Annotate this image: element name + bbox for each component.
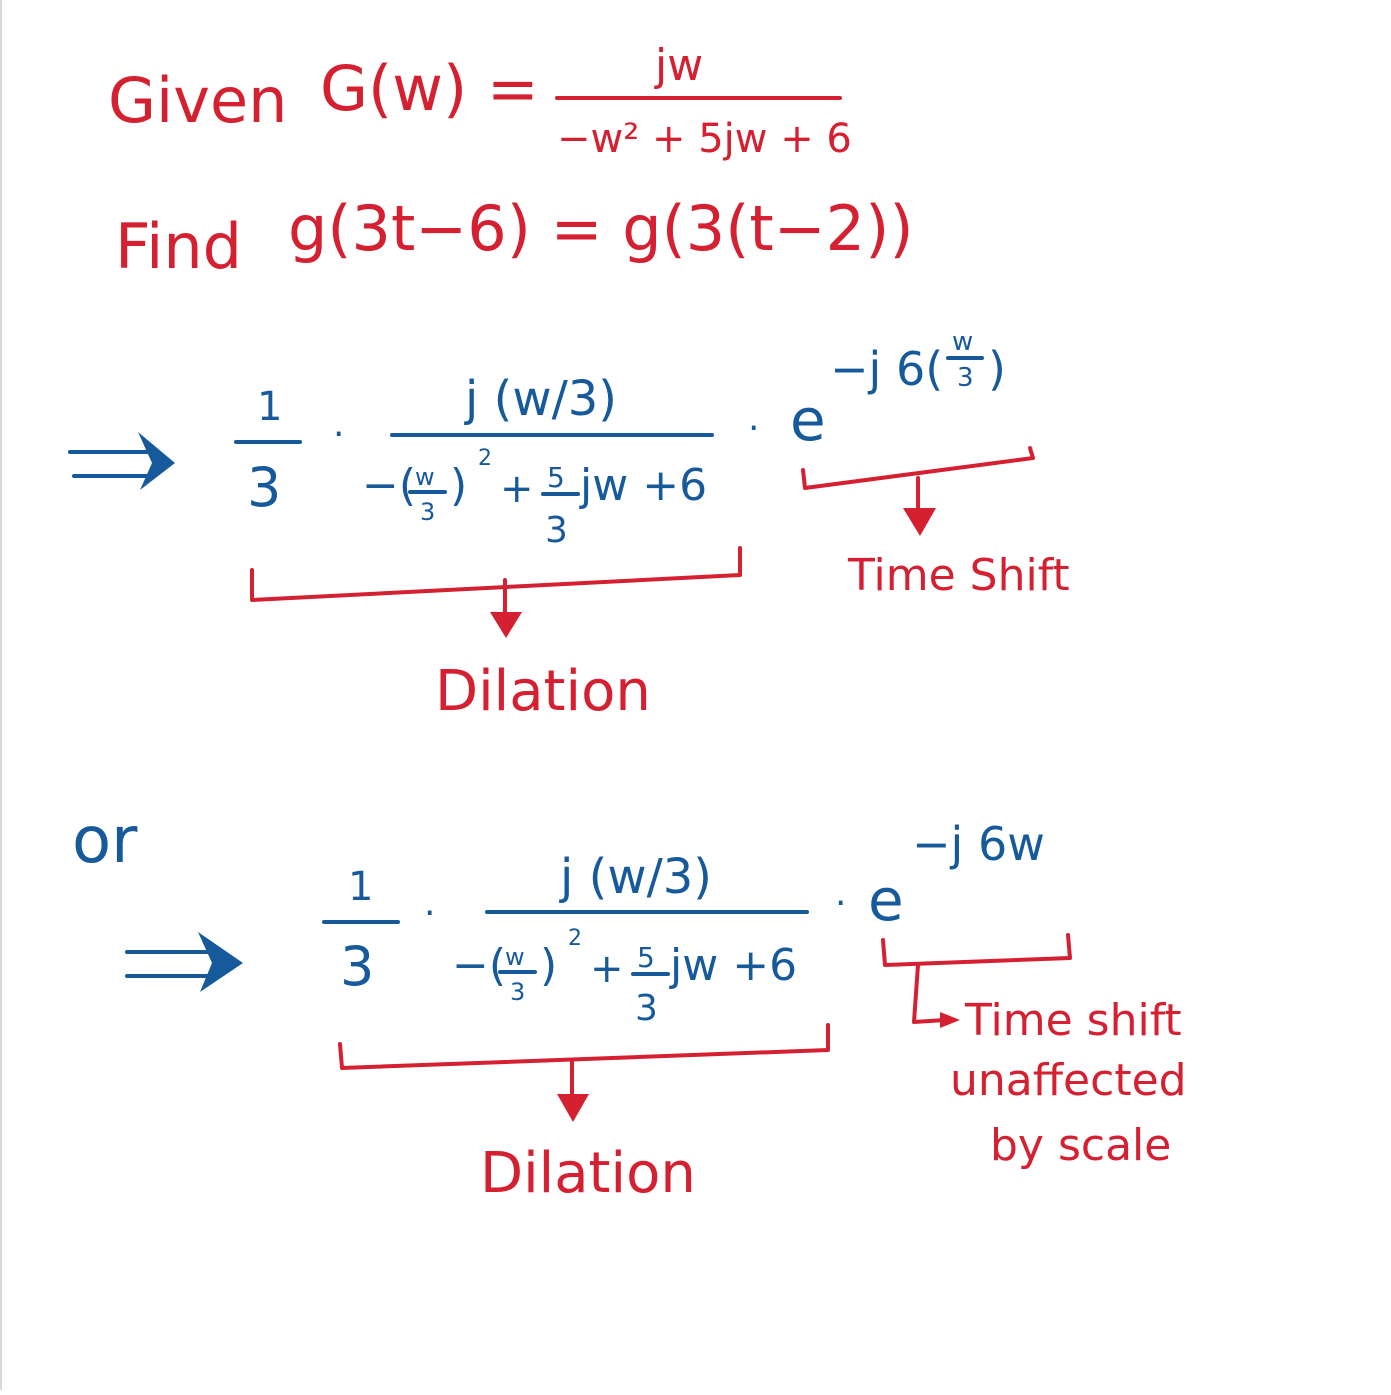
svg-text:3: 3	[957, 363, 974, 393]
svg-text:3: 3	[510, 978, 525, 1006]
step1-expression: 1 3 · j (w/3) −( w 3 ) 2 + 5 3 jw +6 ·	[68, 327, 1006, 551]
svg-text:+: +	[590, 946, 624, 992]
step2-note-line1: Time shift	[964, 995, 1182, 1046]
step1-dilation-annotation: Dilation	[250, 546, 742, 724]
step2-exponential: e −j 6w	[868, 817, 1045, 934]
down-arrow-icon	[490, 612, 522, 638]
find-equation: Find g(3t−6) = g(3(t−2))	[115, 192, 914, 283]
given-denominator: −w² + 5jw + 6	[557, 116, 852, 162]
svg-text:5: 5	[637, 941, 655, 974]
svg-text:3: 3	[635, 988, 658, 1029]
svg-text:3: 3	[420, 498, 435, 526]
step1-dot-1: ·	[333, 414, 344, 455]
step1-dilation-label: Dilation	[435, 659, 651, 724]
svg-text:e: e	[868, 866, 904, 934]
step2-dot-1: ·	[424, 893, 435, 934]
svg-text:+: +	[500, 466, 534, 512]
svg-text:e: e	[790, 386, 826, 454]
svg-text:−j 6(: −j 6(	[830, 342, 943, 396]
step2-dilation-label: Dilation	[480, 1141, 696, 1206]
find-expression: g(3t−6) = g(3(t−2))	[288, 192, 914, 265]
step1-time-shift-label: Time Shift	[847, 550, 1070, 601]
svg-text:w: w	[505, 943, 525, 971]
svg-text:): )	[988, 342, 1006, 396]
svg-text:): )	[450, 460, 467, 511]
step2-factor-numerator: 1	[348, 864, 373, 910]
step1-numerator: j (w/3)	[464, 371, 617, 427]
step1-time-shift-annotation: Time Shift	[801, 446, 1070, 601]
step1-factor-denominator: 3	[247, 456, 281, 519]
svg-text:−j 6w: −j 6w	[912, 817, 1045, 871]
step1-time-shift-bracket	[801, 446, 1035, 490]
svg-text:3: 3	[545, 510, 568, 551]
given-label: Given	[108, 64, 287, 137]
step2-dilation-annotation: Dilation	[338, 1023, 830, 1206]
double-right-arrow-icon	[68, 432, 175, 490]
down-arrow-icon	[903, 508, 936, 536]
step2-time-shift-annotation: Time shift unaffected by scale	[881, 933, 1187, 1171]
svg-text:): )	[540, 940, 557, 991]
step2-expression: 1 3 · j (w/3) −( w 3 ) 2 + 5 3 jw +6 ·	[125, 817, 1045, 1029]
step2-dilation-bracket	[338, 1023, 830, 1070]
svg-text:5: 5	[547, 461, 565, 494]
svg-text:2: 2	[478, 446, 492, 471]
given-lhs: G(w) =	[320, 52, 539, 125]
given-numerator: jw	[654, 40, 703, 91]
svg-text:−(: −(	[362, 460, 416, 511]
given-equation: Given G(w) = jw −w² + 5jw + 6	[108, 40, 852, 162]
step2-factor-denominator: 3	[340, 935, 374, 998]
step1-denominator: −( w 3 ) 2 + 5 3 jw +6	[362, 446, 707, 551]
step2-numerator: j (w/3)	[559, 849, 712, 905]
step2-denominator: −( w 3 ) 2 + 5 3 jw +6	[452, 926, 797, 1029]
page-left-border	[0, 0, 2, 1390]
step2-note-line2: unaffected	[950, 1055, 1187, 1106]
step2-dot-2: ·	[835, 883, 846, 924]
or-label: or	[72, 804, 138, 878]
step1-dot-2: ·	[748, 408, 759, 449]
step2-note-line3: by scale	[990, 1120, 1171, 1171]
right-arrow-icon	[940, 1012, 960, 1028]
step1-dilation-bracket	[250, 546, 742, 602]
svg-text:jw +6: jw +6	[579, 460, 707, 511]
find-label: Find	[115, 210, 242, 283]
step1-factor-numerator: 1	[257, 384, 282, 430]
svg-text:w: w	[415, 463, 435, 491]
svg-text:−(: −(	[452, 940, 506, 991]
down-arrow-icon	[557, 1094, 589, 1122]
step2-time-shift-bracket	[881, 933, 1072, 967]
step1-exponential: e −j 6( w 3 )	[790, 327, 1006, 454]
svg-text:jw +6: jw +6	[669, 940, 797, 991]
double-right-arrow-icon	[125, 932, 243, 992]
svg-text:w: w	[952, 327, 973, 357]
svg-text:2: 2	[568, 926, 582, 951]
